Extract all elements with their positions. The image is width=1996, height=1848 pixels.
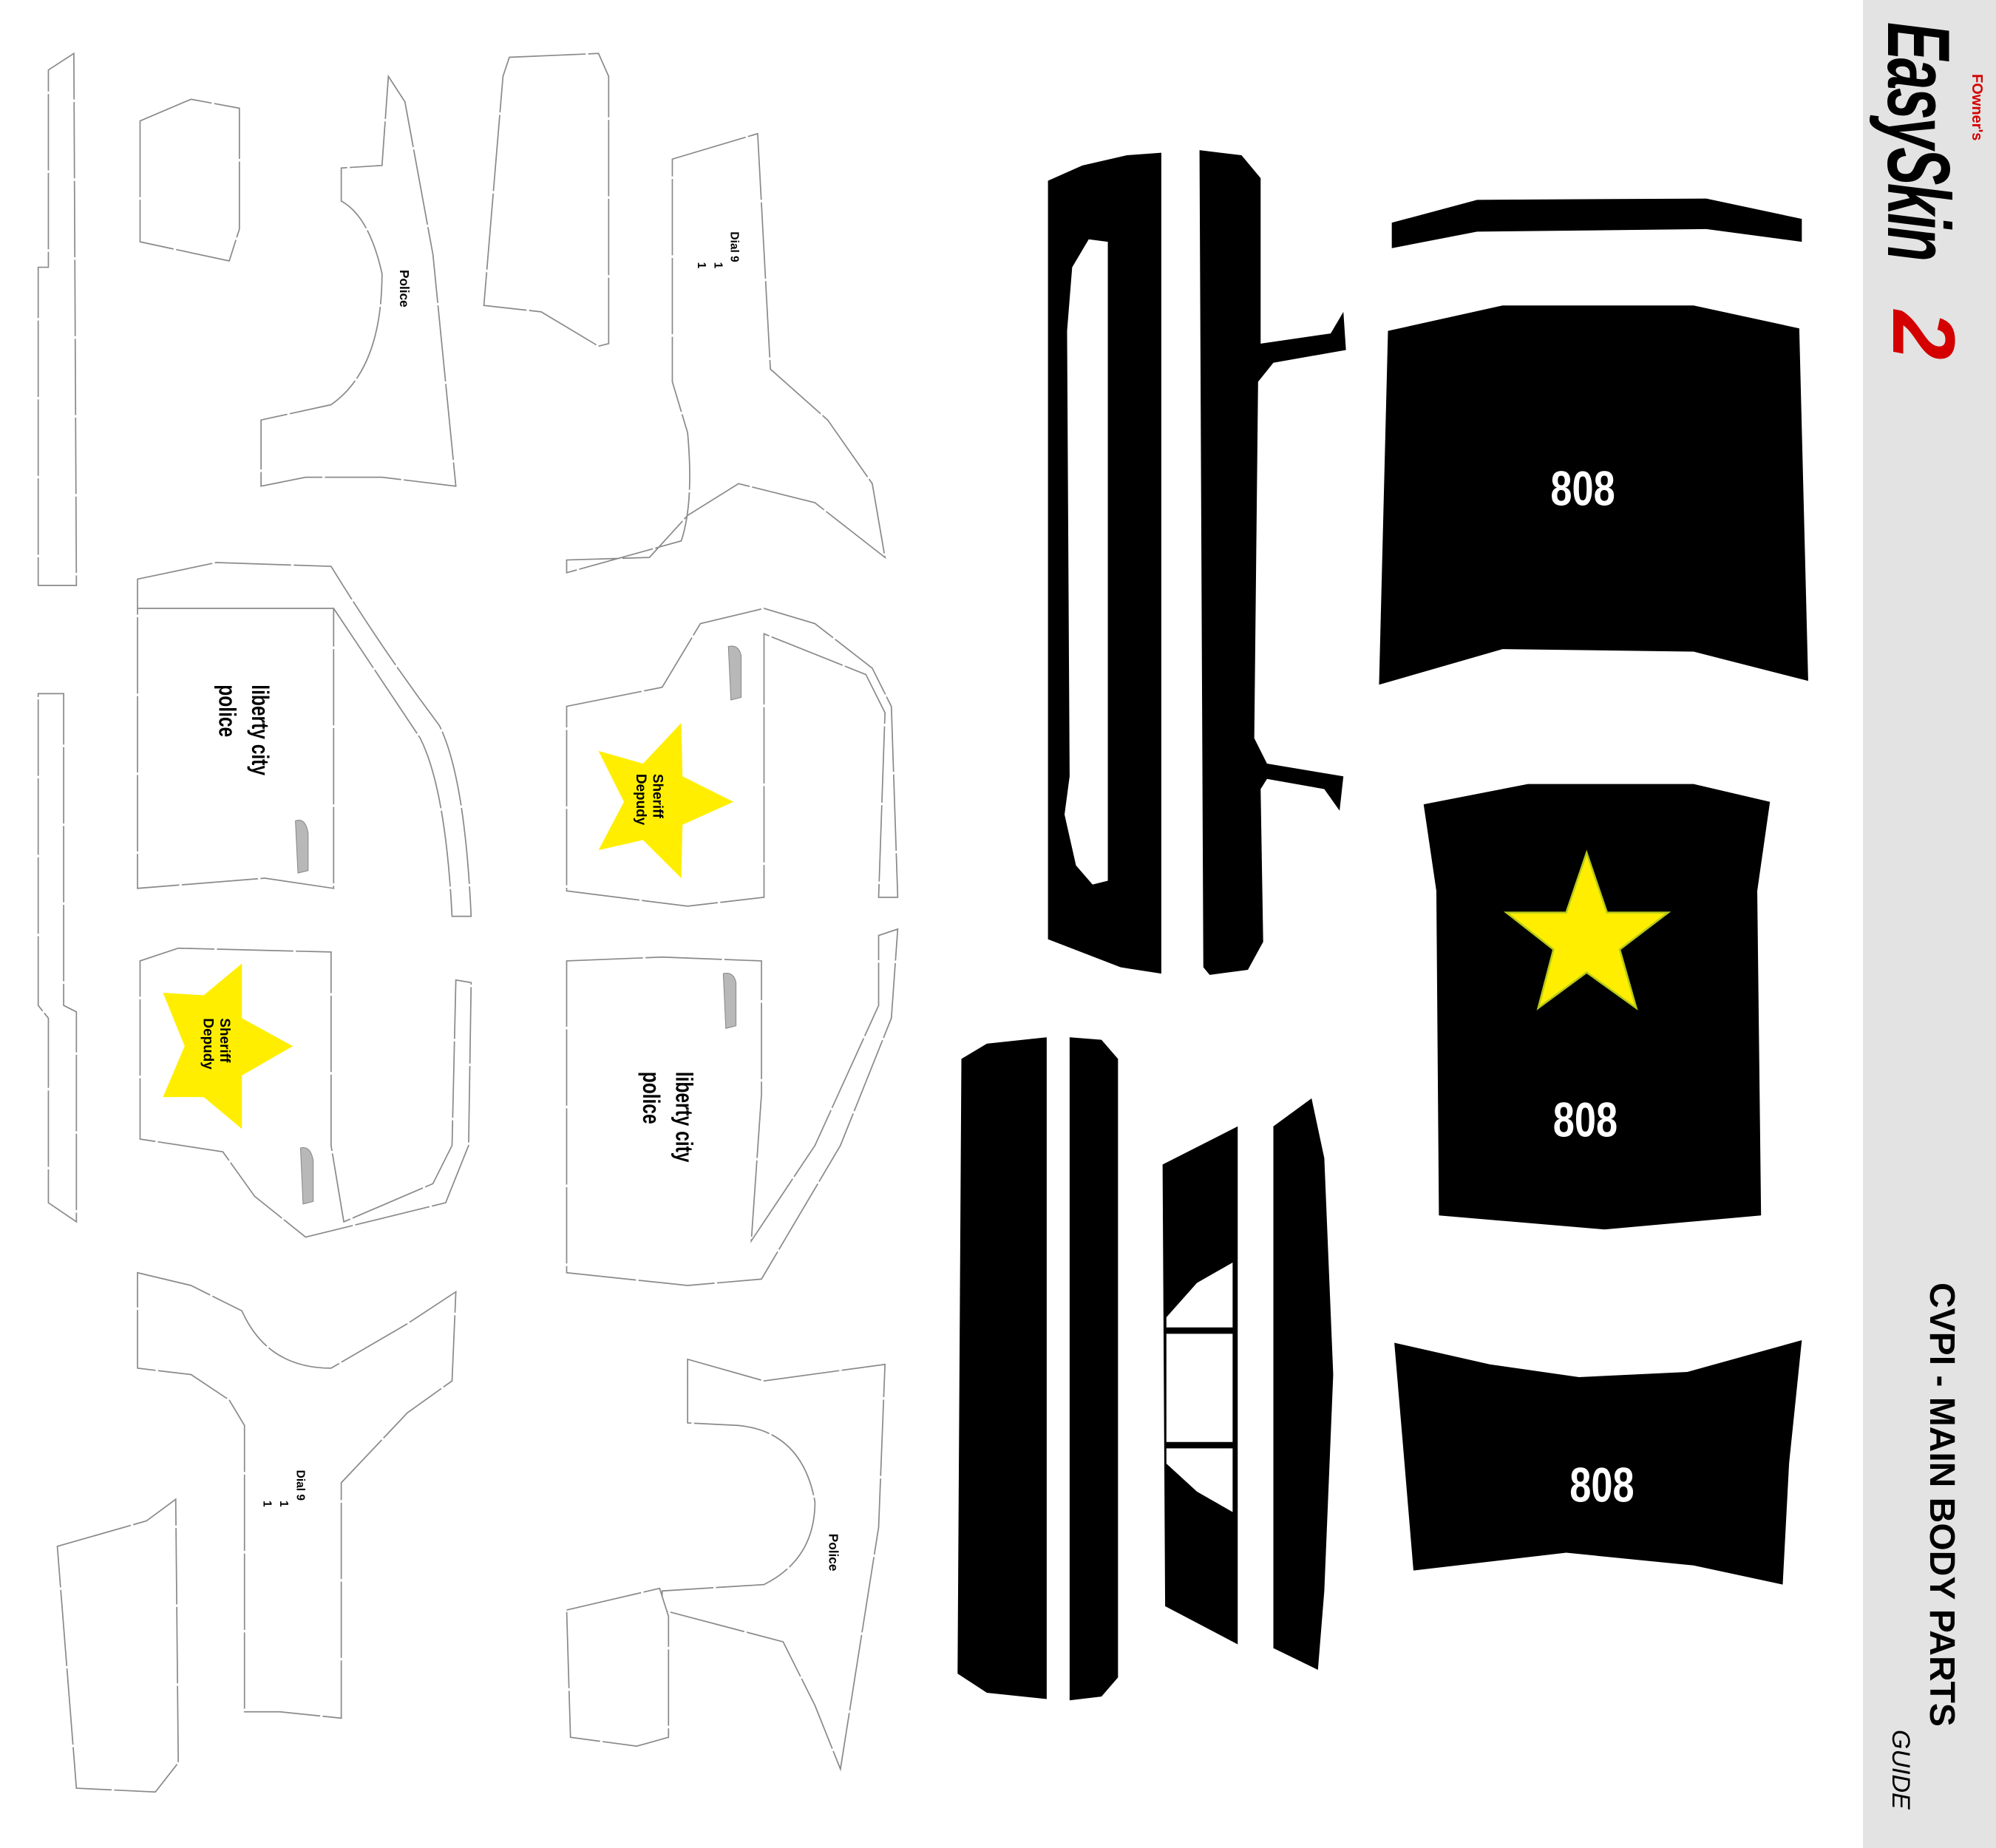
rear-door-lower — [566, 928, 899, 1286]
guide-title: CVPI - MAIN BODY PARTS — [1922, 1283, 1961, 1727]
fender-right — [661, 1358, 886, 1772]
skin-template-sheet: Police Dial 9 1 1 liberty city police Sh… — [37, 52, 1808, 1793]
side-strip-upper — [37, 52, 78, 586]
guide-subtitle: GUIDE — [1887, 1730, 1915, 1810]
fender-police-text: Police — [397, 270, 412, 308]
roof-number: 808 — [1550, 461, 1615, 516]
hood-number: 808 — [1569, 1458, 1634, 1512]
decals: Police Dial 9 1 1 liberty city police Sh… — [163, 231, 841, 1571]
quarter-dial-text: Dial 9 — [293, 1470, 306, 1501]
front-door-left — [137, 562, 472, 917]
door-liberty-city-text: liberty city — [671, 1072, 697, 1163]
star-sheriff-text: Sheriff — [650, 774, 665, 819]
rear-quarter-top — [483, 52, 610, 347]
quarter-panel-lower — [137, 1271, 457, 1719]
trunk-panel — [1423, 784, 1771, 1230]
door-liberty-city-text: liberty city — [246, 684, 273, 775]
hood-panel — [1394, 1340, 1802, 1585]
door-handle — [299, 1147, 314, 1205]
black-parts: 808 808 808 — [957, 150, 1808, 1701]
side-skirt-upper — [1048, 152, 1161, 974]
logo-version: 2 — [1874, 310, 1973, 360]
star-sheriff-text: Sheriff — [217, 1018, 232, 1063]
door-police-text: police — [213, 684, 240, 737]
side-strip-lower — [37, 693, 78, 1223]
rear-window-panel-left — [139, 98, 240, 262]
side-skirt-lower-left — [957, 1037, 1047, 1699]
roof-stripe — [1391, 198, 1802, 248]
door-handle — [295, 820, 309, 874]
door-police-text: police — [637, 1072, 664, 1124]
sheriff-star — [163, 963, 293, 1129]
pillar-strip — [1273, 1098, 1334, 1670]
fender-left — [260, 74, 457, 487]
door-handle — [727, 645, 742, 701]
sheriff-star — [598, 722, 734, 879]
roof-panel — [1379, 305, 1808, 685]
quarter-dial-text-3: 1 — [695, 262, 707, 269]
windshield-frame — [1199, 150, 1346, 975]
outline-parts — [37, 52, 899, 1793]
quarter-panel-upper — [566, 132, 886, 574]
quarter-dial-text: Dial 9 — [728, 231, 741, 262]
quarter-dial-text-2: 1 — [711, 262, 724, 269]
star-deputy-text: Depudy — [633, 774, 648, 826]
trunk-star — [1503, 849, 1671, 1010]
quarter-dial-text-3: 1 — [261, 1501, 274, 1507]
side-skirt-lower-right — [1069, 1037, 1118, 1701]
easyskin-logo: EasySkin — [1869, 22, 1968, 260]
rear-quarter-bottom — [56, 1498, 180, 1793]
quarter-dial-text-2: 1 — [277, 1501, 290, 1507]
rear-window-panel-right — [566, 1587, 670, 1747]
guide-sidebar — [1863, 0, 1996, 1848]
star-deputy-text: Depudy — [200, 1018, 216, 1070]
door-handle — [722, 973, 737, 1029]
rear-window-frame — [1162, 1126, 1238, 1645]
logo-owner-text: FOwner's — [1969, 74, 1985, 141]
fender-police-text: Police — [826, 1534, 841, 1572]
trunk-number: 808 — [1553, 1093, 1617, 1147]
